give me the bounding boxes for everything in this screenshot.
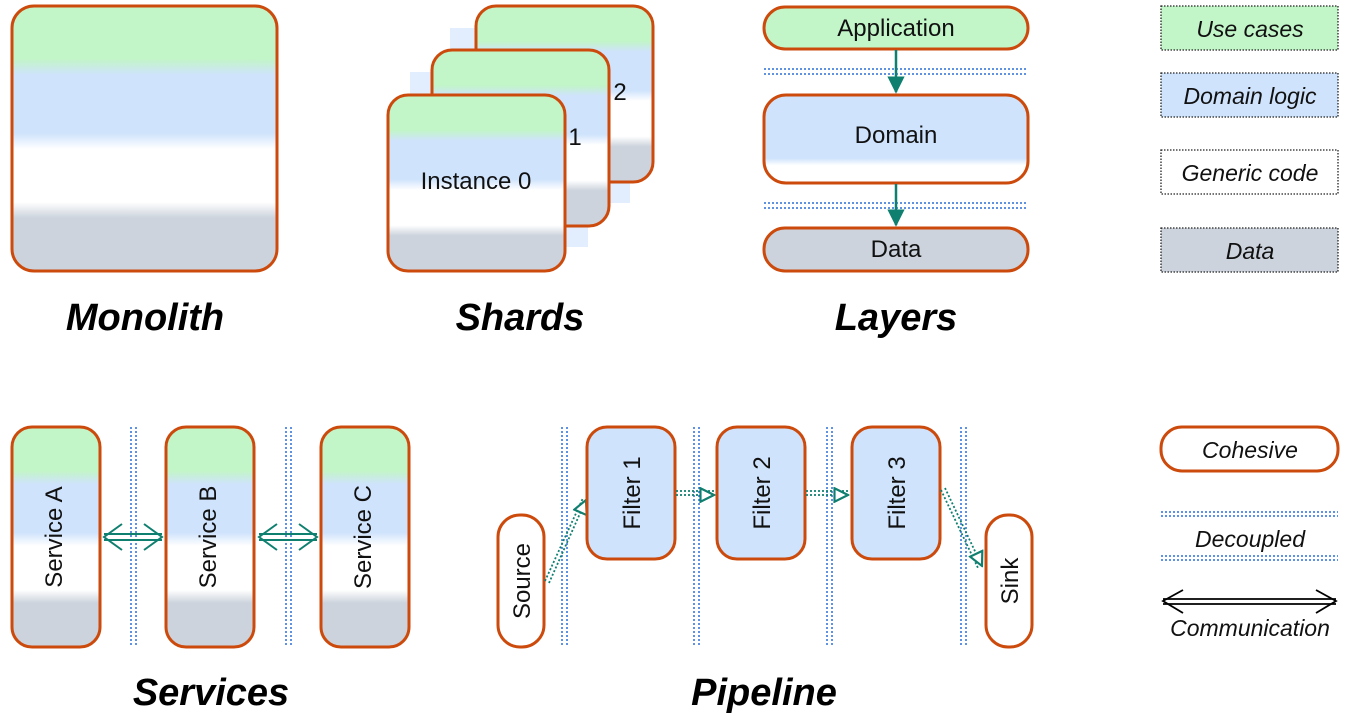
pipeline-sink-box <box>984 513 1034 649</box>
communication-arrow-b-c <box>257 523 319 551</box>
shard-instance-1-label: 1 <box>568 124 581 151</box>
service-c-box <box>319 425 411 649</box>
services-group: Service A Service B Service C Services <box>10 425 411 714</box>
services-title: Services <box>133 672 289 714</box>
legend-data-label: Data <box>1226 238 1275 264</box>
legend-data-swatch <box>1160 227 1339 273</box>
pipeline-filter-3 <box>850 425 942 561</box>
legend-communication-label: Communication <box>1170 615 1330 641</box>
service-b-label: Service B <box>195 486 222 589</box>
layers-group: Application Domain Data Layers <box>762 5 1030 339</box>
legend-relations: Cohesive Decoupled Communication <box>1159 425 1340 641</box>
monolith-title: Monolith <box>66 297 224 339</box>
layer-domain-label: Domain <box>855 122 938 149</box>
layer-data-label: Data <box>871 236 922 263</box>
layers-title: Layers <box>835 297 958 339</box>
shards-group: 2 1 Instance 0 Shards <box>386 4 655 339</box>
legend-communication-arrow <box>1161 589 1338 614</box>
service-b-box <box>164 425 256 649</box>
legend-domain-logic-label: Domain logic <box>1184 83 1317 109</box>
pipeline-filter-2 <box>715 425 807 561</box>
pipeline-source-label: Source <box>509 543 536 619</box>
layer-data <box>762 226 1030 273</box>
pipeline-filter-2-label: Filter 2 <box>749 456 776 529</box>
pipeline-filter-1 <box>585 425 677 561</box>
legend-use-cases-label: Use cases <box>1196 16 1304 42</box>
service-a-box <box>10 425 102 649</box>
legend-generic-code-label: Generic code <box>1182 160 1319 186</box>
pipeline-group: Source Filter 1 Filter 2 Filter 3 Sink P… <box>496 425 1034 714</box>
layer-application-label: Application <box>837 15 954 42</box>
shard-instance-0 <box>386 93 567 273</box>
shard-instance-2-label: 2 <box>613 79 626 106</box>
layer-application <box>762 5 1030 51</box>
pipeline-title: Pipeline <box>691 672 837 714</box>
pipeline-source-box <box>496 513 546 649</box>
monolith-group: Monolith <box>10 4 279 339</box>
pipeline-filter-3-label: Filter 3 <box>884 456 911 529</box>
legend-layers: Use cases Domain logic Generic code Data <box>1160 5 1339 273</box>
pipe-flow-filter2-filter3 <box>806 491 848 495</box>
service-a-label: Service A <box>41 486 68 587</box>
service-c-label: Service C <box>350 485 377 589</box>
monolith-box <box>10 4 279 273</box>
pipe-flow-filter1-filter2 <box>676 491 714 495</box>
shards-title: Shards <box>456 297 585 339</box>
pipeline-sink-label: Sink <box>997 557 1024 605</box>
legend-generic-code-swatch <box>1160 149 1339 195</box>
pipe-flow-source-filter1 <box>544 497 586 584</box>
shard-instance-0-label: Instance 0 <box>421 168 532 195</box>
legend-decoupled-label: Decoupled <box>1195 526 1306 552</box>
legend-cohesive-label: Cohesive <box>1202 437 1298 463</box>
legend-cohesive-swatch <box>1159 425 1340 473</box>
legend-use-cases-swatch <box>1160 5 1339 51</box>
legend-domain-logic-swatch <box>1160 72 1339 118</box>
layer-domain <box>762 93 1030 185</box>
communication-arrow-a-b <box>102 523 164 551</box>
pipeline-filter-1-label: Filter 1 <box>619 456 646 529</box>
